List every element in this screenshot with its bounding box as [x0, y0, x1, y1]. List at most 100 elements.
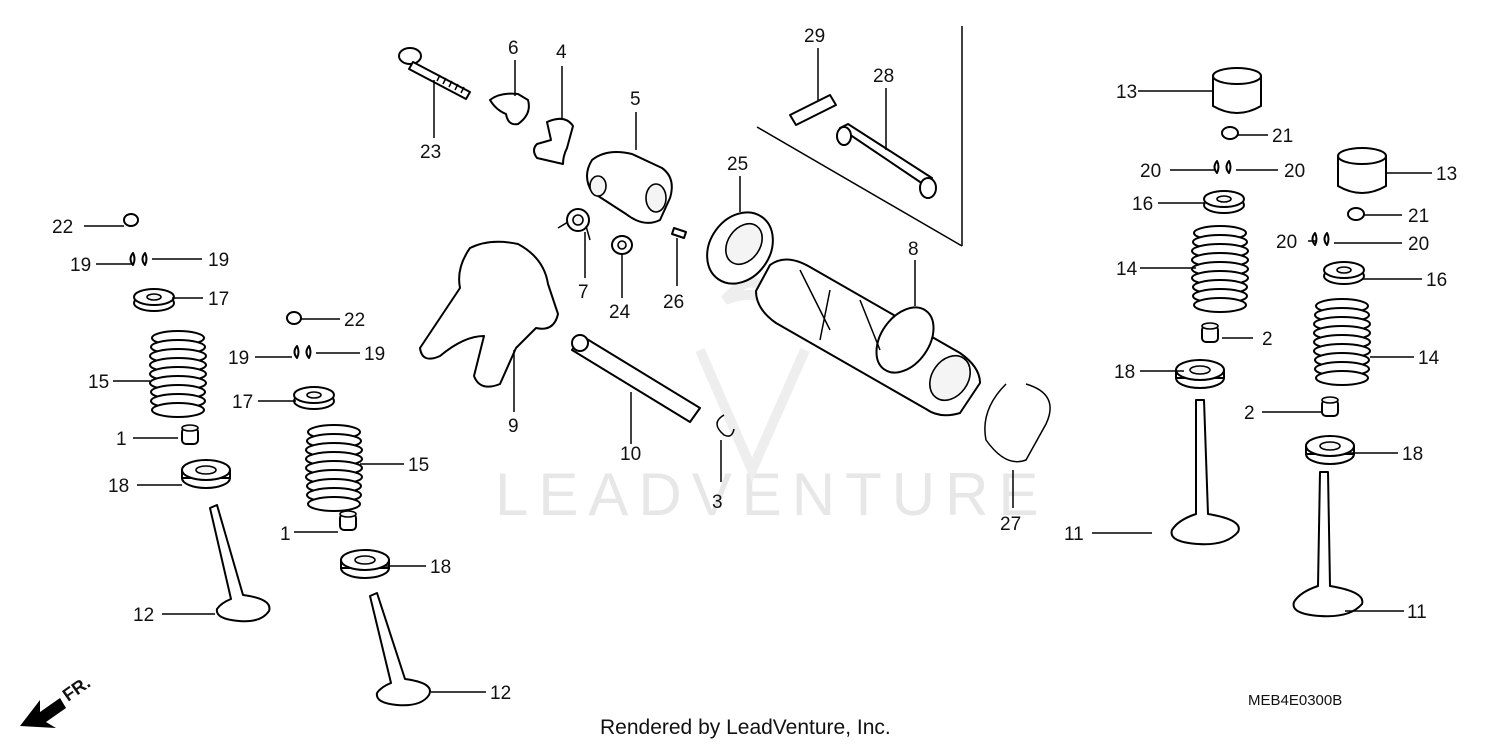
- callout-16: 16: [1426, 270, 1447, 291]
- front-direction-arrow-icon: [20, 698, 66, 728]
- callout-7: 7: [578, 282, 589, 303]
- callout-10: 10: [620, 444, 641, 465]
- callout-18: 18: [1114, 362, 1135, 383]
- part-11-valve-b: [1292, 471, 1364, 618]
- callout-25: 25: [727, 154, 748, 175]
- callout-11: 11: [1064, 524, 1084, 545]
- part-6-stopper: [489, 92, 530, 126]
- callout-1: 1: [116, 429, 127, 450]
- part-7-spring: [557, 208, 591, 241]
- part-4-lever: [533, 117, 574, 165]
- part-17-retainer-b: [293, 386, 335, 410]
- callout-28: 28: [873, 66, 894, 87]
- callout-1: 1: [280, 524, 291, 545]
- part-2-seal-a: [1201, 322, 1219, 343]
- callout-2: 2: [1244, 403, 1255, 424]
- callout-22: 22: [344, 310, 365, 331]
- callout-14: 14: [1418, 348, 1440, 369]
- part-20-cotters-a: [1213, 160, 1232, 174]
- part-10-shaft: [571, 334, 701, 423]
- part-1-seal-b: [339, 510, 357, 531]
- part-8-camshaft: [755, 258, 981, 417]
- callout-18: 18: [1402, 444, 1423, 465]
- callout-3: 3: [712, 492, 723, 513]
- callout-20: 20: [1408, 234, 1429, 255]
- callout-15: 15: [408, 455, 429, 476]
- part-19-cotters-a: [129, 252, 148, 266]
- part-18-seat-a: [181, 459, 231, 489]
- part-19-cotters-b: [293, 345, 312, 359]
- part-21-cap-b: [1347, 207, 1365, 221]
- part-25-bearing: [706, 211, 774, 285]
- callout-18: 18: [430, 557, 451, 578]
- callout-8: 8: [908, 239, 919, 260]
- callout-4: 4: [556, 42, 567, 63]
- callout-27: 27: [1000, 514, 1021, 535]
- part-22-cap-a: [123, 213, 139, 227]
- callout-2: 2: [1262, 329, 1273, 350]
- footer-credit: Rendered by LeadVenture, Inc.: [600, 716, 891, 739]
- callout-13: 13: [1116, 82, 1137, 103]
- callout-17: 17: [208, 289, 229, 310]
- callout-12: 12: [133, 605, 154, 626]
- callout-19: 19: [228, 348, 249, 369]
- part-28-shaft: [836, 123, 937, 199]
- part-5-hub: [586, 151, 673, 224]
- part-18-seat-c: [1175, 359, 1225, 389]
- callout-18: 18: [108, 476, 129, 497]
- part-13-bucket-a: [1212, 67, 1262, 114]
- callout-26: 26: [663, 292, 684, 313]
- diagram-code: MEB4E0300B: [1248, 692, 1343, 709]
- part-11-valve-a: [1170, 399, 1240, 546]
- callout-17: 17: [232, 392, 253, 413]
- callout-labels: 1 1 2 2 3 4 5 6 7 8 9 10 11 11 12 12 13 …: [52, 26, 1457, 704]
- part-14-spring-a: [1191, 225, 1249, 313]
- part-18-seat-b: [340, 549, 390, 579]
- callout-20: 20: [1284, 161, 1305, 182]
- callout-11: 11: [1407, 602, 1427, 623]
- part-16-retainer-b: [1323, 261, 1365, 285]
- callout-15: 15: [88, 372, 109, 393]
- callout-19: 19: [208, 250, 229, 271]
- part-29-pin: [789, 94, 837, 126]
- watermark: LEADVENTURE: [495, 461, 1048, 528]
- callout-16: 16: [1132, 194, 1153, 215]
- part-15-spring-b: [305, 424, 363, 512]
- callout-21: 21: [1408, 206, 1429, 227]
- callout-5: 5: [630, 89, 641, 110]
- part-3-clip: [716, 414, 735, 437]
- part-9-rocker-arm: [419, 240, 559, 388]
- part-18-seat-d: [1305, 435, 1355, 465]
- part-21-cap-a: [1221, 126, 1239, 140]
- part-13-bucket-b: [1337, 147, 1387, 194]
- part-2-seal-b: [1321, 396, 1339, 417]
- callout-6: 6: [508, 38, 519, 59]
- callout-13: 13: [1436, 164, 1457, 185]
- part-27-circlip: [984, 383, 1051, 463]
- part-12-valve-a: [209, 504, 271, 623]
- front-direction-label: FR.: [59, 672, 94, 705]
- callout-22: 22: [52, 217, 73, 238]
- callout-19: 19: [70, 255, 91, 276]
- part-26-pin: [671, 227, 687, 239]
- callout-9: 9: [508, 416, 519, 437]
- callout-21: 21: [1272, 126, 1293, 147]
- part-17-retainer-a: [133, 288, 175, 312]
- part-20-cotters-b: [1311, 232, 1330, 246]
- part-23-bolt: [398, 47, 471, 100]
- callout-23: 23: [420, 142, 441, 163]
- part-15-spring-a: [149, 330, 207, 418]
- callout-12: 12: [490, 683, 511, 704]
- part-24-washer: [611, 235, 633, 255]
- callout-14: 14: [1116, 259, 1138, 280]
- callout-20: 20: [1276, 232, 1297, 253]
- part-12-valve-b: [369, 592, 431, 707]
- callout-20: 20: [1140, 161, 1161, 182]
- part-16-retainer-a: [1203, 190, 1245, 214]
- callout-19: 19: [364, 344, 385, 365]
- part-14-spring-b: [1313, 298, 1371, 386]
- leader-lines: [84, 48, 1432, 693]
- part-22-cap-b: [286, 311, 302, 325]
- callout-24: 24: [609, 302, 631, 323]
